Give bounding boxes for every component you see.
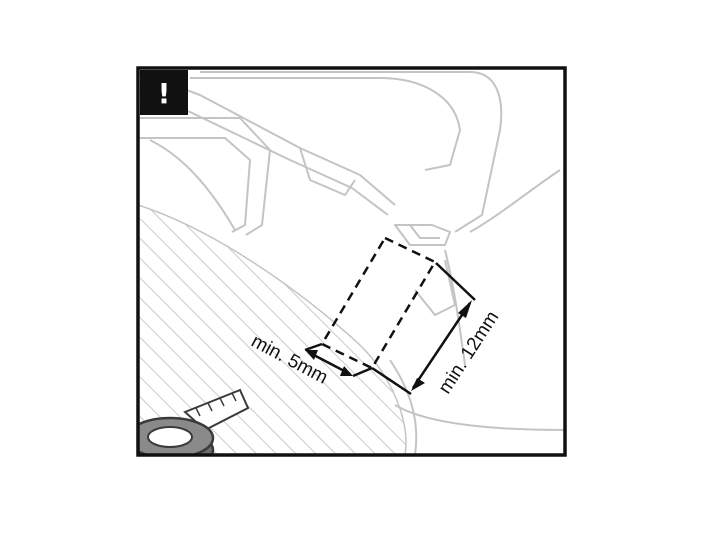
hatched-surface bbox=[138, 204, 407, 455]
warning-glyph: ! bbox=[158, 77, 171, 110]
label-min-length: min. 12mm bbox=[435, 307, 504, 397]
clearance-zone bbox=[320, 236, 437, 370]
arrowhead bbox=[305, 350, 318, 360]
arrowhead bbox=[458, 300, 472, 318]
appliance-outline bbox=[138, 71, 565, 455]
drawing-area bbox=[138, 71, 565, 455]
dimension-arrow-12mm bbox=[371, 262, 476, 396]
arrowhead bbox=[411, 378, 425, 391]
diagram-frame bbox=[136, 66, 567, 457]
tape-measure-icon bbox=[138, 388, 250, 455]
warning-icon: ! bbox=[140, 70, 188, 115]
arrowhead bbox=[340, 366, 353, 376]
